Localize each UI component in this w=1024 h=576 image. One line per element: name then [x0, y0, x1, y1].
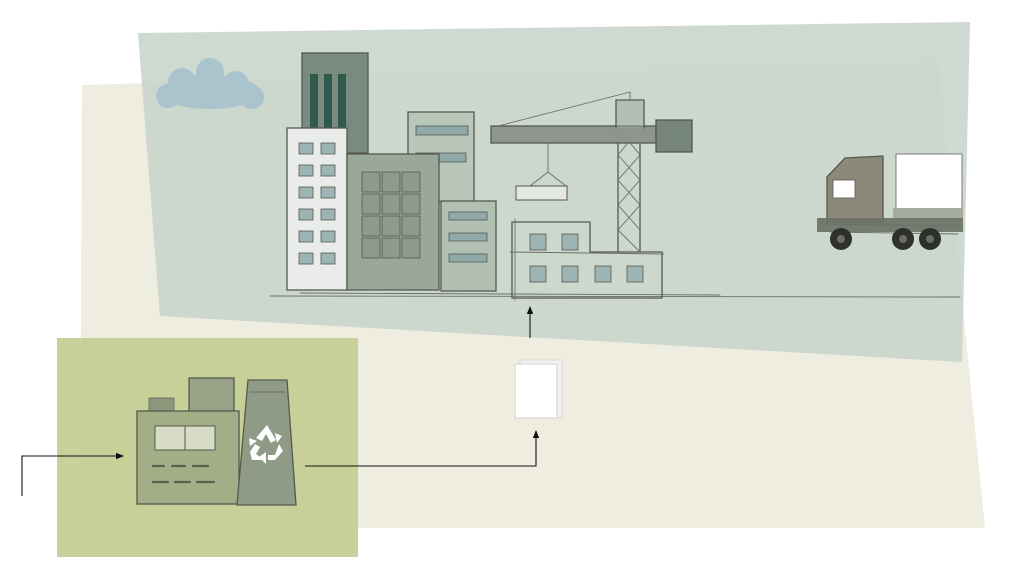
window [561, 233, 579, 251]
window [594, 265, 612, 283]
window [320, 164, 336, 177]
factory-to-paper-arrow [305, 430, 540, 467]
input-arrow [21, 452, 124, 496]
paper-document [514, 359, 563, 419]
window [320, 230, 336, 243]
window [298, 252, 314, 265]
apartment-windows [298, 142, 336, 265]
window [320, 208, 336, 221]
window [298, 186, 314, 199]
window [361, 193, 381, 215]
window [361, 171, 381, 193]
city-construction-scene [269, 52, 963, 301]
window [381, 237, 401, 259]
tower-crane [490, 91, 693, 253]
grid-building-windows [361, 171, 421, 259]
flow-arrows [21, 306, 540, 496]
delivery-truck [817, 153, 963, 250]
window [298, 142, 314, 155]
window [298, 208, 314, 221]
white-apartment-building [286, 127, 348, 291]
window [298, 230, 314, 243]
window [320, 142, 336, 155]
building-under-construction [509, 218, 665, 301]
recycling-factory [136, 377, 297, 506]
window [401, 171, 421, 193]
cloud-icon [156, 58, 264, 109]
window [381, 215, 401, 237]
window [381, 171, 401, 193]
construction-windows [529, 233, 644, 283]
grid-office-building [346, 153, 440, 291]
window [529, 265, 547, 283]
window [361, 215, 381, 237]
window [626, 265, 644, 283]
window [401, 193, 421, 215]
window [320, 186, 336, 199]
recycle-icon [249, 425, 283, 464]
window [320, 252, 336, 265]
window [361, 237, 381, 259]
window [561, 265, 579, 283]
medium-building [440, 200, 497, 292]
ground-line [269, 295, 961, 298]
window [401, 237, 421, 259]
window [381, 193, 401, 215]
window [401, 215, 421, 237]
truck-icon [817, 153, 963, 250]
window [529, 233, 547, 251]
document-icon [514, 359, 563, 419]
window [298, 164, 314, 177]
